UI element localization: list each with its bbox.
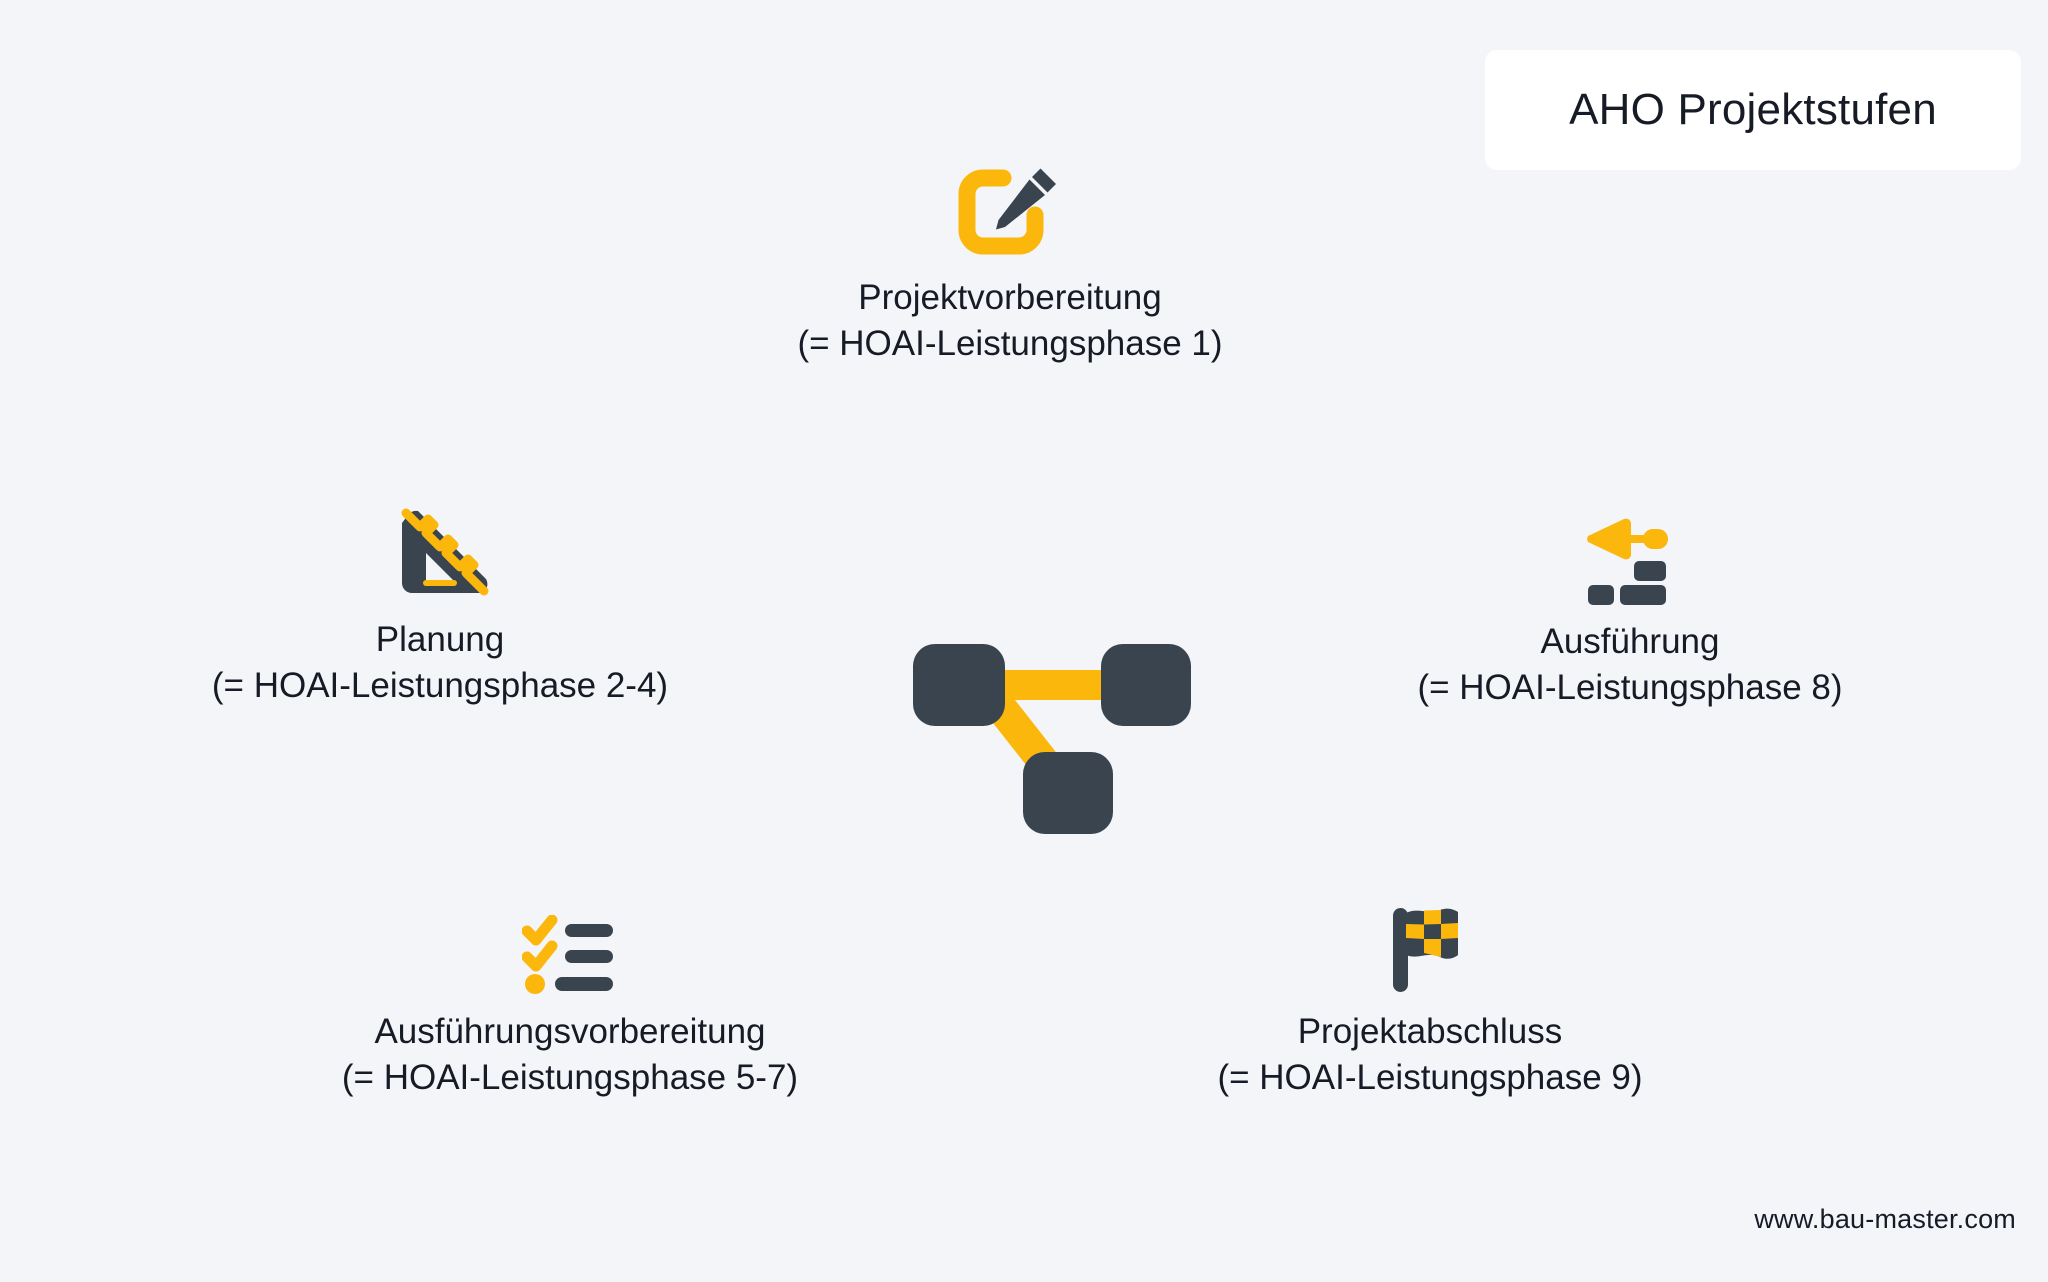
node-sublabel: (= HOAI-Leistungsphase 9) <box>1217 1057 1643 1097</box>
node-projektabschluss: Projektabschluss (= HOAI-Leistungsphase … <box>1120 905 1740 1100</box>
node-sublabel: (= HOAI-Leistungsphase 5-7) <box>341 1057 799 1097</box>
checklist-icon <box>521 914 618 995</box>
set-square-ruler-icon <box>388 505 492 603</box>
node-label: Ausführungsvorbereitung <box>374 1012 766 1051</box>
node-ausfuehrung: Ausführung (= HOAI-Leistungsphase 8) <box>1320 515 1940 710</box>
page-title: AHO Projektstufen <box>1569 85 1937 134</box>
trowel-bricks-icon <box>1580 515 1680 605</box>
node-ausfuehrungsvorbereitung: Ausführungsvorbereitung (= HOAI-Leistung… <box>230 914 910 1100</box>
node-labels: Projektabschluss (= HOAI-Leistungsphase … <box>1217 1009 1642 1100</box>
node-labels: Planung (= HOAI-Leistungsphase 2-4) <box>212 617 668 708</box>
node-label: Ausführung <box>1540 622 1720 661</box>
network-nodes-icon <box>905 630 1205 845</box>
node-sublabel: (= HOAI-Leistungsphase 2-4) <box>211 665 669 705</box>
node-sublabel: (= HOAI-Leistungsphase 1) <box>797 323 1223 363</box>
node-label: Planung <box>375 620 505 659</box>
node-projektvorbereitung: Projektvorbereitung (= HOAI-Leistungspha… <box>700 165 1320 366</box>
edit-pencil-icon <box>955 165 1065 261</box>
checkered-flag-icon <box>1388 905 1472 995</box>
node-labels: Ausführungsvorbereitung (= HOAI-Leistung… <box>342 1009 798 1100</box>
title-card: AHO Projektstufen <box>1485 50 2021 170</box>
node-labels: Projektvorbereitung (= HOAI-Leistungspha… <box>797 275 1222 366</box>
node-label: Projektvorbereitung <box>858 278 1162 317</box>
node-sublabel: (= HOAI-Leistungsphase 8) <box>1417 667 1843 707</box>
node-planung: Planung (= HOAI-Leistungsphase 2-4) <box>130 505 750 708</box>
node-labels: Ausführung (= HOAI-Leistungsphase 8) <box>1417 619 1842 710</box>
node-label: Projektabschluss <box>1297 1012 1563 1051</box>
footer-url: www.bau-master.com <box>1754 1204 2016 1234</box>
